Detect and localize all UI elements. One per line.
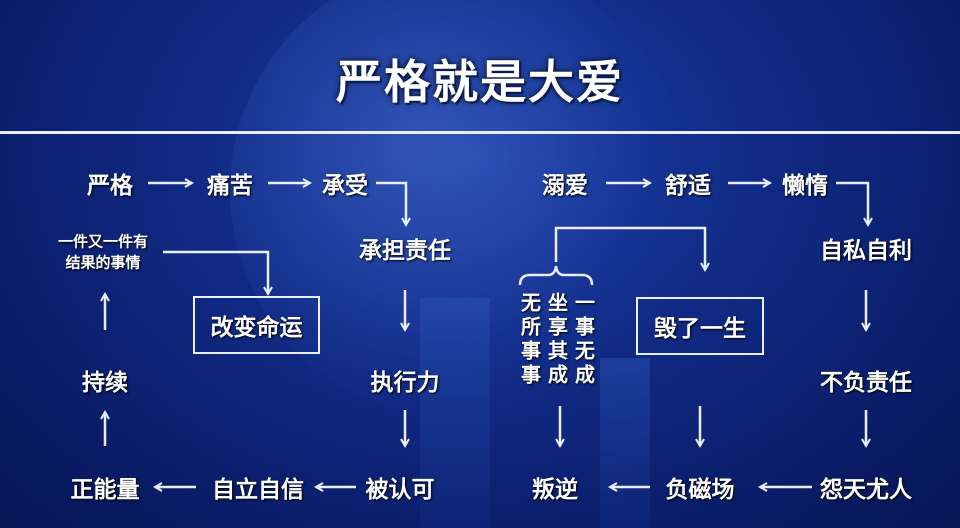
node-persist: 持续 bbox=[82, 370, 128, 396]
node-endure: 承受 bbox=[322, 173, 368, 199]
node-strict: 严格 bbox=[87, 173, 133, 199]
node-spoil: 溺爱 bbox=[542, 173, 588, 199]
node-freeload-column: 坐享其成 bbox=[544, 292, 569, 388]
node-irresponsible: 不负责任 bbox=[820, 370, 912, 396]
node-pain: 痛苦 bbox=[207, 173, 253, 199]
brace-icon bbox=[518, 265, 594, 286]
building-background bbox=[420, 298, 490, 528]
node-selfish: 自私自利 bbox=[820, 238, 912, 264]
node-recognized: 被认可 bbox=[365, 477, 435, 503]
node-comfort: 舒适 bbox=[665, 173, 711, 199]
node-nothing-achieved-column: 一事无成 bbox=[571, 292, 596, 388]
node-rebellion: 叛逆 bbox=[532, 477, 578, 503]
title-divider bbox=[0, 131, 960, 134]
node-lazy: 懒惰 bbox=[782, 173, 828, 199]
node-results-line2: 结果的事情 bbox=[65, 253, 141, 272]
globe-background bbox=[230, 0, 690, 420]
node-positive-energy: 正能量 bbox=[70, 477, 140, 503]
node-responsibility: 承担责任 bbox=[359, 238, 451, 264]
node-self-reliance: 自立自信 bbox=[212, 477, 304, 503]
node-change-fate: 改变命运 bbox=[193, 296, 320, 354]
node-results-line1: 一件又一件有 bbox=[57, 232, 149, 251]
node-negative-field: 负磁场 bbox=[665, 477, 735, 503]
node-execution: 执行力 bbox=[370, 370, 440, 396]
arrow-down bbox=[376, 181, 406, 225]
node-idle-column: 无所事事 bbox=[517, 292, 542, 388]
arrow-down bbox=[163, 250, 268, 294]
building-background bbox=[600, 358, 650, 528]
arrow-down bbox=[836, 181, 868, 225]
node-blame: 怨天尤人 bbox=[820, 477, 912, 503]
node-ruin-life: 毁了一生 bbox=[636, 297, 764, 355]
page-title: 严格就是大爱 bbox=[336, 55, 624, 109]
arrow-down bbox=[554, 226, 705, 270]
